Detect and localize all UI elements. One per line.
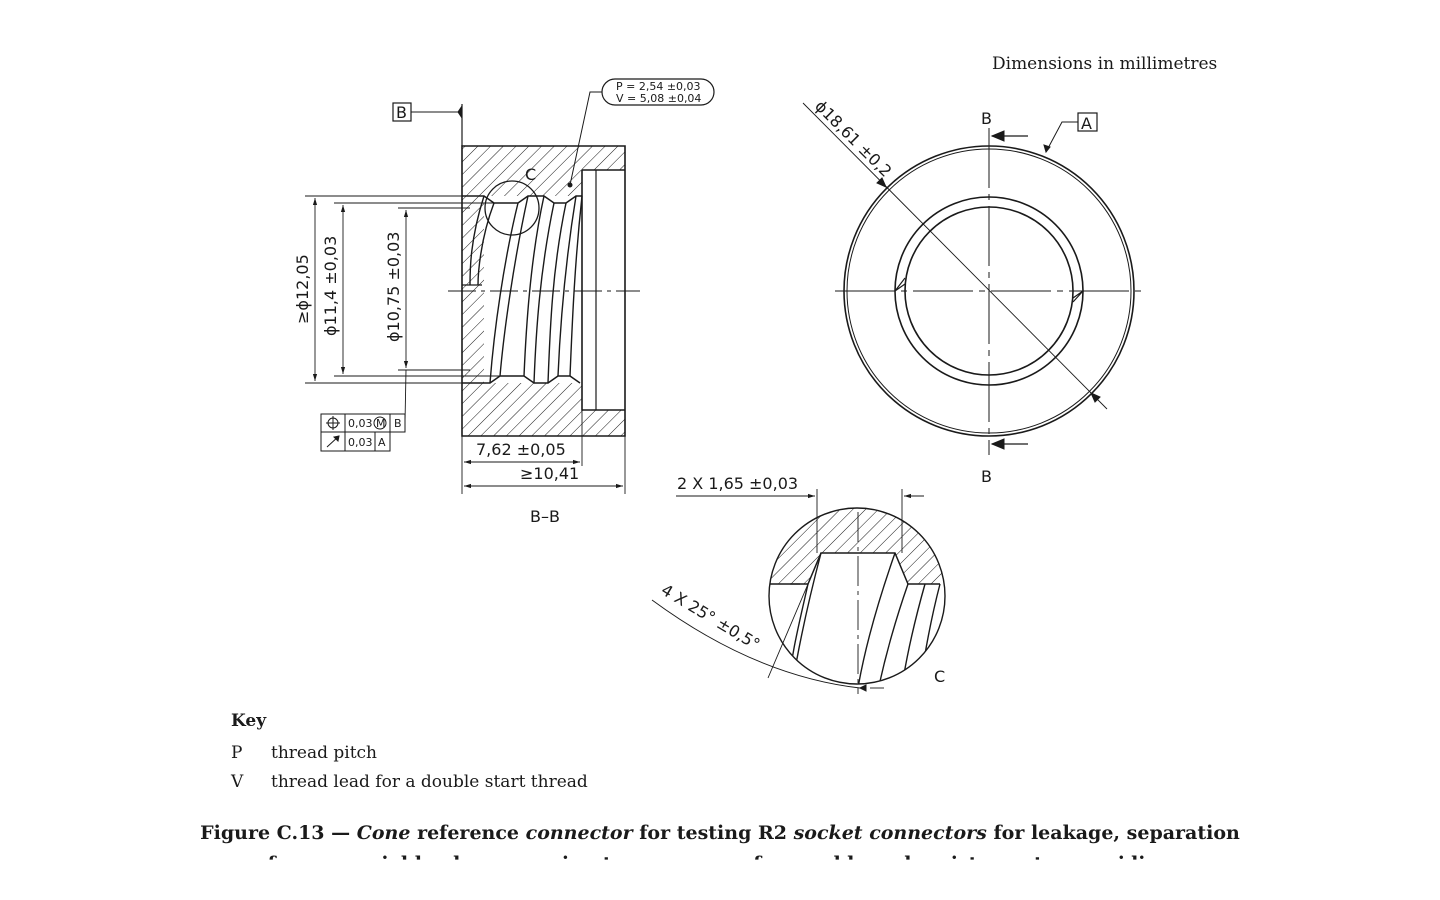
pitch-label: P = 2,54 ±0,03 [616,80,701,93]
tolerance-frame-runout [320,431,391,452]
figure-caption: Figure C.13 — Cone reference connector f… [200,822,1240,844]
key-symbol: P [231,742,243,763]
key-item-v: V thread lead for a double start thread [231,767,588,796]
end-view [802,102,1145,455]
detail-mark-c-small: C [525,165,536,184]
tol-position-datum: B [394,417,402,430]
units-note: Dimensions in millimetres [992,54,1218,74]
dim-len2: ≥10,41 [520,464,579,483]
key-description: thread pitch [271,742,378,763]
tol-runout-datum: A [378,436,386,449]
datum-b-label: B [396,103,407,122]
tol-position-modifier: M [376,417,386,430]
figure-caption-line2: from an axial load, unscrewing torque, e… [267,853,1173,875]
dim-d2: ϕ11,4 ±0,03 [321,236,340,336]
key-title: Key [231,711,267,731]
flat-dim-label: 2 X 1,65 ±0,03 [677,474,798,493]
key-legend: Key P thread pitch V thread lead for a d… [231,711,588,796]
tol-position-value: 0,03 [348,417,373,430]
detail-mark-c: C [934,667,945,686]
section-label: B–B [530,507,560,526]
key-item-p: P thread pitch [231,738,588,767]
detail-view [651,489,946,694]
key-description: thread lead for a double start thread [271,771,588,792]
angle-dim-label: 4 X 25° ±0,5° [658,580,763,654]
outer-diameter-label: ϕ18,61 ±0,2 [811,96,895,180]
dim-d3: ϕ10,75 ±0,03 [384,232,403,342]
tol-runout-value: 0,03 [348,436,373,449]
section-mark-bottom: B [981,467,992,486]
dim-len1: 7,62 ±0,05 [476,440,566,459]
datum-a-label: A [1081,114,1092,133]
key-symbol: V [231,771,244,792]
section-view [305,78,715,494]
section-mark-top: B [981,109,992,128]
lead-label: V = 5,08 ±0,04 [616,92,701,105]
dim-d1: ≥ϕ12,05 [293,254,312,324]
